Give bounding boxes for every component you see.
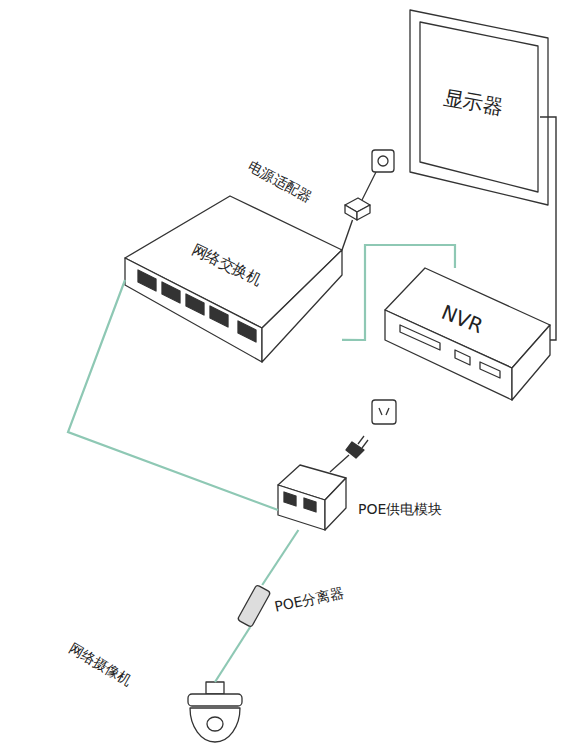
cable [342,245,455,340]
switch-port [138,270,156,291]
camera-mount [206,682,224,694]
monitor-frame [410,10,548,205]
wall-socket [372,400,396,424]
plug-prong [362,440,368,448]
monitor-screen [420,22,538,192]
switch-port [162,282,180,303]
socket-hole [386,408,389,415]
switch-side [262,250,342,362]
wall-socket [372,150,394,172]
cable [342,220,353,250]
node-label: 网络摄像机 [66,640,135,690]
cable [68,280,278,510]
node-label: POE分离器 [273,584,345,615]
poe-module: POE供电模块 [278,465,346,530]
adapter-side [357,205,370,220]
adapter-front [345,205,357,220]
monitor: 显示器 [418,45,540,165]
plug-cord [330,455,349,472]
node-label: 电源适配器 [245,158,315,206]
cable [215,627,250,682]
node-label: NVR [438,300,486,338]
poe-module-side [325,478,346,530]
power-adapter: 电源适配器 [345,198,370,220]
socket-hole [379,408,382,415]
nvr-button [455,350,470,365]
splitter-body [237,585,270,628]
switch-port [210,306,228,327]
camera-base [188,694,242,706]
socket-hole [378,156,388,166]
nvr: NVR [385,268,550,400]
nvr-side [512,325,550,400]
cable [540,117,556,340]
poe-splitter: POE分离器 [243,585,267,627]
nvr-slot [400,325,440,350]
switch-port [186,294,204,315]
cable [262,530,298,585]
camera-lens [207,717,223,731]
node-label: 显示器 [442,85,505,119]
plug-prong [358,436,364,444]
switch-port [238,321,256,342]
node-label: POE供电模块 [358,501,442,518]
camera-dome [190,708,240,742]
adapter-cord [362,172,376,200]
nvr-button [480,362,500,378]
poe-port [284,492,296,506]
network-switch: 网络交换机 [125,196,342,362]
poe-port [304,498,316,512]
network-camera: 网络摄像机 [186,682,244,744]
node-label: 网络交换机 [189,240,264,289]
poe-module-front [278,485,325,530]
